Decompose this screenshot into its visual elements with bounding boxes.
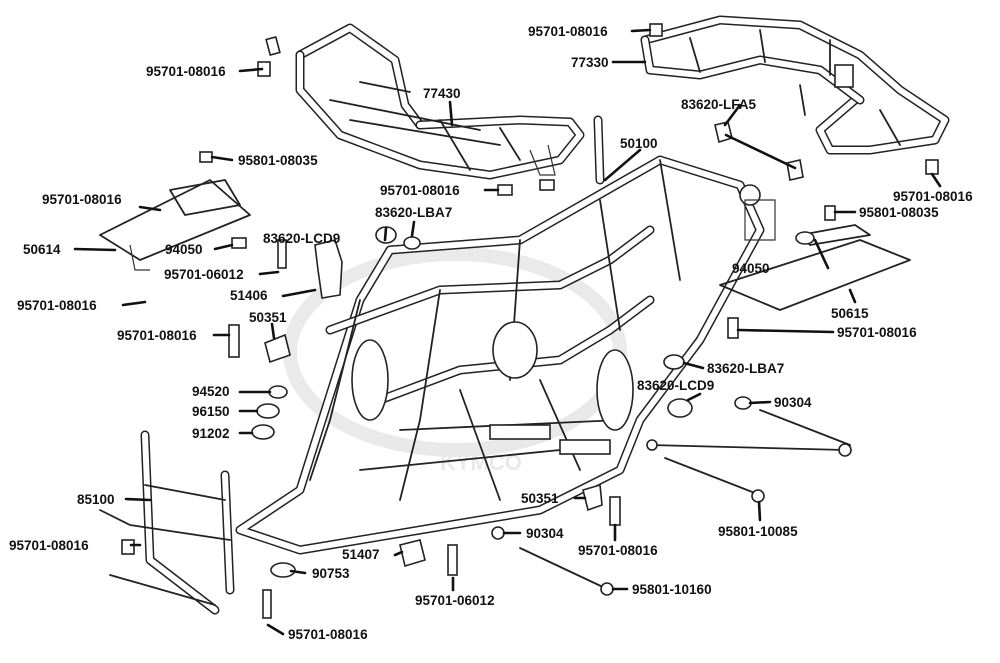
hardware-parts <box>121 23 939 619</box>
part-label-p40: 83620-LCD9 <box>263 231 340 246</box>
pivot-bolt-illustration <box>519 547 614 596</box>
rear-rack-illustration <box>295 23 585 180</box>
front-bumper-illustration <box>99 430 235 615</box>
part-label-p03: 95801-08035 <box>238 153 318 168</box>
part-label-p32: 95801-08035 <box>859 205 939 220</box>
part-label-p30: 50615 <box>831 306 869 321</box>
part-label-p01: 95701-08016 <box>146 64 226 79</box>
part-label-p20: 95701-06012 <box>415 593 495 608</box>
left-footrest-bracket-illustration <box>99 179 251 271</box>
part-label-p02: 77430 <box>423 86 461 101</box>
part-label-p36: 95701-08016 <box>528 24 608 39</box>
part-label-p34: 83620-LFA5 <box>681 97 757 112</box>
part-label-p26: 90304 <box>774 395 812 410</box>
part-label-p15: 85100 <box>77 492 115 507</box>
part-label-p23: 50351 <box>521 491 559 506</box>
part-label-p33: 95701-08016 <box>893 189 973 204</box>
callout-leader-lines <box>73 28 942 636</box>
part-label-p06: 94050 <box>165 242 203 257</box>
part-label-p17: 90753 <box>312 566 350 581</box>
part-label-p05: 50614 <box>23 242 61 257</box>
part-labels: 95701-08016 77430 95801-08035 95701-0801… <box>9 24 973 642</box>
part-label-p31: 94050 <box>732 261 770 276</box>
part-label-p19: 51407 <box>342 547 380 562</box>
part-label-p16: 95701-08016 <box>9 538 89 553</box>
part-label-p25: 95801-10085 <box>718 524 798 539</box>
front-rack-illustration <box>640 15 950 155</box>
part-label-p29: 95701-08016 <box>837 325 917 340</box>
part-label-p14: 91202 <box>192 426 230 441</box>
part-label-p24: 95801-10160 <box>632 582 712 597</box>
part-label-p22: 95701-08016 <box>578 543 658 558</box>
part-label-p04: 95701-08016 <box>42 192 122 207</box>
watermark-text: KYMCO <box>440 450 522 475</box>
part-label-p39: 83620-LBA7 <box>375 205 452 220</box>
part-label-p12: 94520 <box>192 384 230 399</box>
main-frame-illustration <box>235 115 776 555</box>
part-label-p11: 95701-08016 <box>117 328 197 343</box>
part-label-p09: 51406 <box>230 288 268 303</box>
part-label-p38: 95701-08016 <box>380 183 460 198</box>
part-label-p13: 96150 <box>192 404 230 419</box>
part-label-p07: 95701-06012 <box>164 267 244 282</box>
part-label-p10: 50351 <box>249 310 287 325</box>
part-label-p27: 83620-LCD9 <box>637 378 714 393</box>
part-label-p28: 83620-LBA7 <box>707 361 784 376</box>
part-label-p18: 95701-08016 <box>288 627 368 642</box>
part-label-p08: 95701-08016 <box>17 298 97 313</box>
part-label-p35: 77330 <box>571 55 609 70</box>
part-label-p37: 50100 <box>620 136 658 151</box>
rear-axle-bolt-illustration <box>646 409 852 503</box>
part-label-p21: 90304 <box>526 526 564 541</box>
